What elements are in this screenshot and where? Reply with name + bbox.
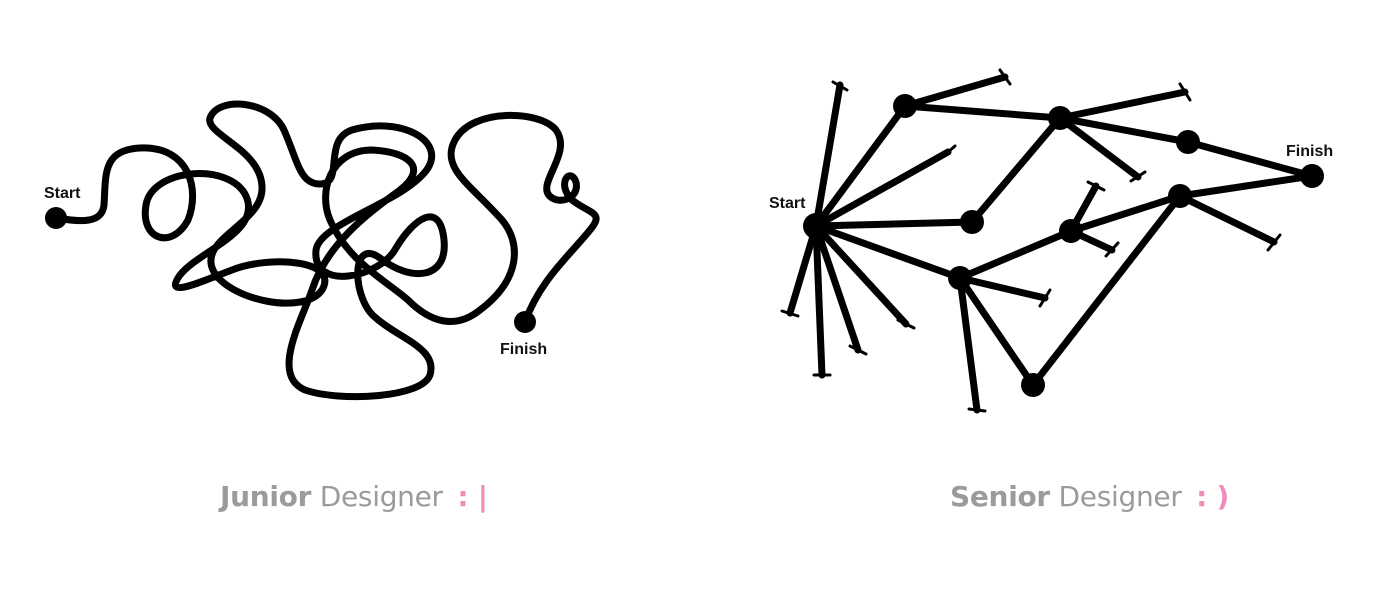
junior-emoticon: : | [457, 480, 488, 513]
dead-end-mark [998, 68, 1012, 86]
senior-node [1048, 106, 1072, 130]
senior-edge [1176, 172, 1316, 200]
senior-node [948, 266, 972, 290]
dead-end-mark [1086, 180, 1106, 192]
senior-edge [956, 227, 1075, 282]
senior-caption-strong: Senior [950, 480, 1050, 513]
senior-edge [812, 222, 910, 328]
junior-finish-label: Finish [500, 341, 547, 358]
senior-edge [1056, 114, 1192, 146]
junior-start-label: Start [44, 185, 81, 202]
senior-edge [812, 222, 964, 282]
dead-end-mark [1129, 170, 1147, 183]
senior-edge [956, 274, 981, 414]
dead-end-mark [1266, 233, 1282, 252]
senior-edge [812, 222, 862, 354]
senior-node [1176, 130, 1200, 154]
dead-end-mark [1178, 82, 1192, 102]
senior-edge [1184, 138, 1316, 180]
senior-edge [901, 102, 1064, 122]
senior-edge [812, 222, 826, 379]
senior-edge [1056, 114, 1142, 181]
senior-node [893, 94, 917, 118]
dead-end-mark [848, 344, 868, 356]
junior-caption: Junior Designer : | [220, 480, 488, 513]
senior-finish-label: Finish [1286, 143, 1333, 160]
senior-edge [1067, 192, 1184, 235]
dead-end-mark [831, 80, 849, 92]
senior-node [1021, 373, 1045, 397]
senior-node [960, 210, 984, 234]
senior-node [1059, 219, 1083, 243]
junior-start-node [45, 207, 67, 229]
senior-edge [901, 73, 1009, 110]
senior-diagram: Start Finish [769, 68, 1333, 414]
senior-edge [786, 222, 820, 317]
senior-edge [1176, 192, 1278, 246]
senior-edge [812, 148, 952, 230]
senior-edge [1029, 192, 1184, 389]
dead-end-mark [1104, 241, 1120, 258]
junior-diagram: Start Finish [44, 100, 600, 401]
dead-end-mark [780, 309, 800, 318]
senior-edge [956, 274, 1037, 389]
senior-emoticon: : ) [1196, 480, 1230, 513]
senior-start-label: Start [769, 195, 806, 212]
senior-edge [812, 102, 909, 230]
junior-finish-node [514, 311, 536, 333]
dead-end-mark [1038, 288, 1052, 308]
junior-caption-rest: Designer [319, 480, 443, 513]
senior-edge [1056, 88, 1189, 122]
dead-end-mark [967, 407, 987, 413]
dead-end-mark [896, 318, 916, 330]
senior-finish-node [1300, 164, 1324, 188]
senior-caption-rest: Designer [1058, 480, 1182, 513]
senior-edge [968, 114, 1064, 226]
senior-edge [812, 81, 844, 230]
senior-edge [956, 274, 1049, 302]
dead-end-mark [939, 144, 957, 160]
senior-node [1168, 184, 1192, 208]
senior-edge [812, 218, 976, 230]
senior-caption: Senior Designer : ) [950, 480, 1229, 513]
junior-caption-strong: Junior [220, 480, 312, 513]
senior-start-node [803, 213, 829, 239]
junior-tangled-path [52, 100, 600, 401]
